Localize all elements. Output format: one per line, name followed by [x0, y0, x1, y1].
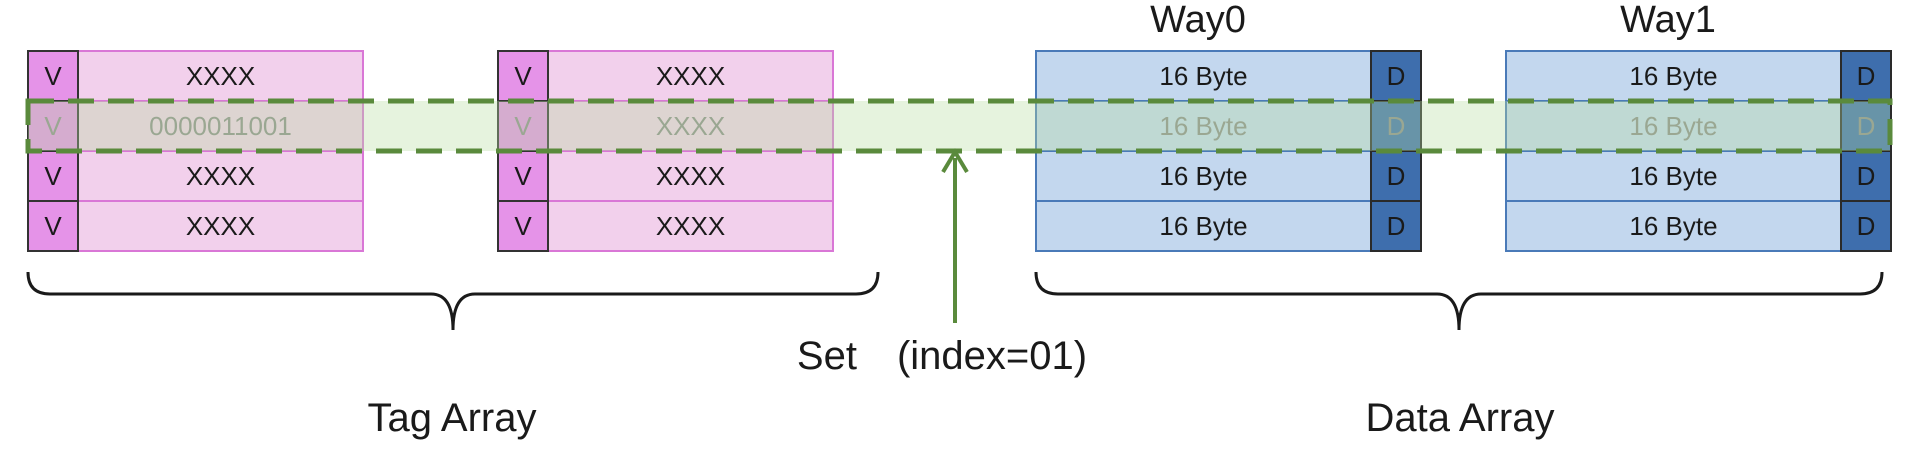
data-block-label: 16 Byte	[1159, 61, 1247, 91]
data-block-label: 16 Byte	[1629, 61, 1717, 91]
tag-cell	[547, 200, 834, 252]
set-pointer-arrow-head	[941, 148, 969, 174]
valid-bit-label: V	[44, 161, 62, 191]
tag-way-1: V XXXX V XXXX V XXXX V XXXX	[497, 50, 834, 252]
data-block-label: 16 Byte	[1629, 211, 1717, 241]
data-array-label: Data Array	[1366, 396, 1555, 440]
valid-bit-label: V	[514, 111, 532, 141]
data-block-label: 16 Byte	[1159, 211, 1247, 241]
dirty-bit-label: D	[1857, 61, 1876, 91]
data-block-label: 16 Byte	[1159, 111, 1247, 141]
selected-set-band	[25, 98, 1893, 154]
selected-set-highlight	[25, 98, 1893, 323]
dirty-bit-label: D	[1387, 61, 1406, 91]
tag-array-brace	[26, 271, 880, 331]
dirty-bit-cell	[1370, 200, 1422, 252]
valid-bit-cell	[497, 150, 549, 202]
tag-cell	[547, 100, 834, 152]
tag-array-label: Tag Array	[368, 396, 537, 440]
valid-bit-cell	[497, 100, 549, 152]
valid-bit-cell	[497, 200, 549, 252]
way0-title: Way0	[1150, 0, 1246, 41]
tag-value: XXXX	[656, 161, 725, 191]
labels: Way0 Way1 Set (index=01) Tag Array Data …	[368, 0, 1716, 440]
data-array-brace	[1034, 271, 1884, 331]
tag-cell	[77, 50, 364, 102]
data-block-label: 16 Byte	[1629, 161, 1717, 191]
tag-value: XXXX	[656, 61, 725, 91]
dirty-bit-cell	[1840, 200, 1892, 252]
tag-value: 0000011001	[149, 111, 292, 141]
tag-value: XXXX	[186, 211, 255, 241]
valid-bit-label: V	[44, 61, 62, 91]
dirty-bit-label: D	[1387, 111, 1406, 141]
data-block-cell	[1035, 200, 1372, 252]
valid-bit-label: V	[44, 111, 62, 141]
valid-bit-label: V	[44, 211, 62, 241]
dirty-bit-label: D	[1857, 111, 1876, 141]
valid-bit-cell	[497, 50, 549, 102]
tag-value: XXXX	[186, 161, 255, 191]
valid-bit-cell	[27, 150, 79, 202]
data-block-cell	[1505, 50, 1842, 102]
dirty-bit-label: D	[1387, 211, 1406, 241]
valid-bit-label: V	[514, 211, 532, 241]
data-block-label: 16 Byte	[1159, 161, 1247, 191]
array-braces	[26, 271, 1884, 331]
dirty-bit-label: D	[1387, 161, 1406, 191]
valid-bit-label: V	[514, 161, 532, 191]
dirty-bit-label: D	[1857, 211, 1876, 241]
way1-title: Way1	[1620, 0, 1716, 41]
valid-bit-cell	[27, 200, 79, 252]
tag-cell	[77, 200, 364, 252]
valid-bit-label: V	[514, 61, 532, 91]
data-block-label: 16 Byte	[1629, 111, 1717, 141]
set-index-label: Set (index=01)	[797, 334, 1087, 378]
tag-value: XXXX	[656, 111, 725, 141]
tag-value: XXXX	[186, 61, 255, 91]
dirty-bit-label: D	[1857, 161, 1876, 191]
tag-value: XXXX	[656, 211, 725, 241]
